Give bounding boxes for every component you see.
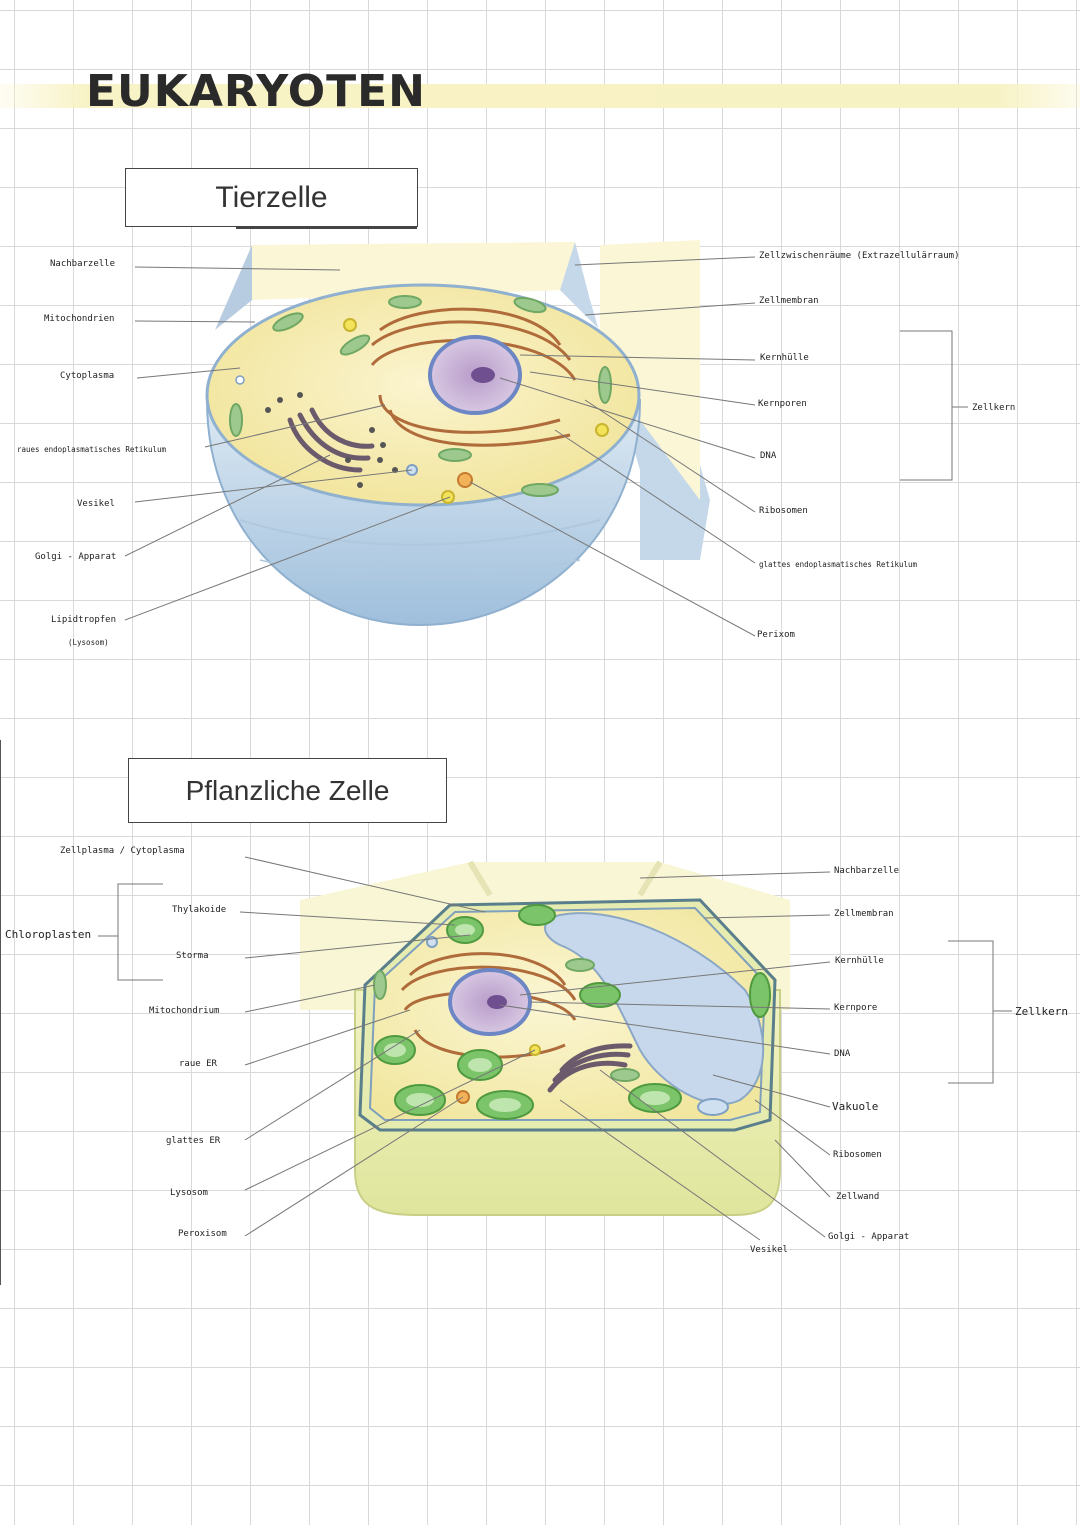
plant-label-zellplasma: Zellplasma / Cytoplasma bbox=[60, 846, 185, 856]
animal-label-vesikel: Vesikel bbox=[77, 499, 115, 509]
animal-mitochondria bbox=[229, 295, 612, 497]
animal-label-kernhuelle: Kernhülle bbox=[760, 353, 809, 363]
plant-thylakoids bbox=[384, 924, 670, 1112]
animal-label-raues-er: raues endoplasmatisches Retikulum bbox=[17, 445, 167, 454]
page-title: EUKARYOTEN bbox=[86, 66, 426, 117]
plant-label-zellwand: Zellwand bbox=[836, 1192, 880, 1202]
plant-label-mitochondrium: Mitochondrium bbox=[149, 1006, 220, 1016]
animal-label-glattes-er: glattes endoplasmatisches Retikulum bbox=[759, 560, 918, 569]
animal-neighbor-wall-left bbox=[215, 245, 252, 330]
plant-label-zellkern: Zellkern bbox=[1015, 1005, 1068, 1018]
animal-label-perixom: Perixom bbox=[757, 630, 795, 640]
plant-cell-heading: Pflanzliche Zelle bbox=[185, 774, 390, 806]
animal-label-golgi: Golgi - Apparat bbox=[35, 552, 117, 562]
plant-label-vakuole: Vakuole bbox=[832, 1100, 879, 1113]
animal-label-zellzwischenraeume: Zellzwischenräume (Extrazellulärraum) bbox=[759, 251, 960, 261]
plant-label-nachbarzelle: Nachbarzelle bbox=[834, 866, 900, 876]
animal-label-nachbarzelle: Nachbarzelle bbox=[50, 259, 116, 269]
animal-neighbor-cell-top bbox=[252, 242, 575, 300]
plant-leader-lines bbox=[98, 856, 1012, 1241]
plant-label-glattes-er: glattes ER bbox=[166, 1136, 221, 1146]
plant-label-ribosomen: Ribosomen bbox=[833, 1150, 882, 1160]
plant-nucleolus bbox=[487, 995, 507, 1009]
animal-leader-lines bbox=[124, 256, 968, 637]
plant-label-zellmembran: Zellmembran bbox=[834, 909, 894, 919]
plant-label-thylakoide: Thylakoide bbox=[172, 905, 227, 915]
plant-label-lysosom: Lysosom bbox=[170, 1188, 208, 1198]
left-margin-line bbox=[0, 740, 1, 1285]
plant-label-kernpore: Kernpore bbox=[834, 1003, 878, 1013]
animal-rough-er bbox=[370, 307, 577, 447]
animal-peroxisome bbox=[457, 472, 473, 488]
plant-label-raue-er: raue ER bbox=[179, 1059, 217, 1069]
animal-label-lysosom: (Lysosom) bbox=[68, 638, 109, 647]
plant-label-peroxisom: Peroxisom bbox=[178, 1229, 227, 1239]
plant-label-kernhuelle: Kernhülle bbox=[835, 956, 884, 966]
animal-ribosomes bbox=[265, 392, 398, 488]
animal-lipid-droplet bbox=[343, 318, 357, 332]
plant-label-vesikel: Vesikel bbox=[750, 1245, 788, 1255]
animal-cytoplasm bbox=[205, 283, 641, 507]
animal-cell-heading-box: Tierzelle bbox=[125, 168, 418, 229]
plant-label-golgi: Golgi - Apparat bbox=[828, 1232, 910, 1242]
animal-label-cytoplasma: Cytoplasma bbox=[60, 371, 115, 381]
plant-mitochondria bbox=[373, 958, 640, 1082]
animal-neighbor-cell-right bbox=[600, 240, 700, 500]
plant-cell-heading-box: Pflanzliche Zelle bbox=[128, 758, 447, 823]
animal-nucleolus bbox=[471, 367, 495, 383]
title-highlight bbox=[0, 84, 1080, 108]
plant-label-chloroplasten: Chloroplasten bbox=[5, 928, 92, 941]
animal-label-lipidtropfen: Lipidtropfen bbox=[51, 615, 117, 625]
animal-label-zellmembran: Zellmembran bbox=[759, 296, 819, 306]
animal-label-zellkern: Zellkern bbox=[972, 403, 1016, 413]
plant-label-dna: DNA bbox=[834, 1049, 851, 1059]
animal-label-kernporen: Kernporen bbox=[758, 399, 807, 409]
animal-cell-heading: Tierzelle bbox=[215, 180, 328, 214]
plant-golgi bbox=[547, 1043, 633, 1093]
animal-label-mitochondrien: Mitochondrien bbox=[44, 314, 115, 324]
animal-label-dna: DNA bbox=[760, 451, 777, 461]
animal-label-ribosomen: Ribosomen bbox=[759, 506, 808, 516]
plant-label-storma: Storma bbox=[176, 951, 209, 961]
